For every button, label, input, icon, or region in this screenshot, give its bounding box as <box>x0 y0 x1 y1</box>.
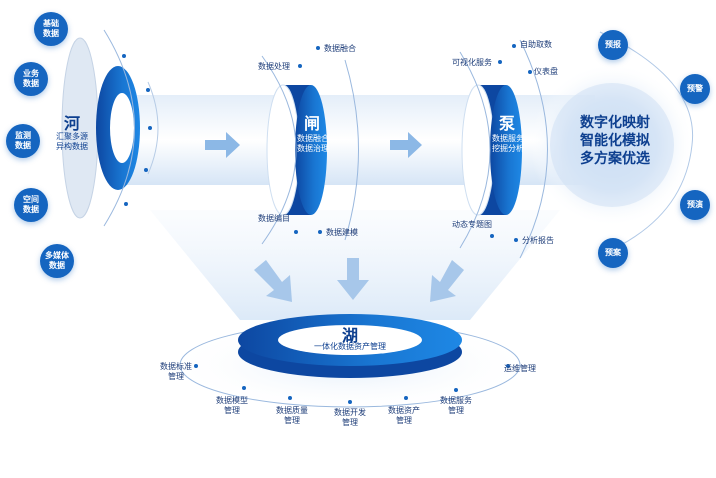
river-subtitle: 汇聚多源 异构数据 <box>56 132 88 151</box>
connector-dots <box>122 44 532 404</box>
brain-text: 数字化映射 智能化模拟 多方案优选 <box>580 115 650 167</box>
pump-label-dashboard: 仪表盘 <box>534 67 558 76</box>
pump-back <box>461 84 495 216</box>
data-pipe <box>125 95 595 185</box>
pump-label-self-service: 自助取数 <box>520 40 552 49</box>
pump-arc-right <box>519 39 548 259</box>
source-monitoring-data: 监测 数据 <box>6 124 40 158</box>
output-rehearsal: 预演 <box>680 190 710 220</box>
gate-label-modeling: 数据建模 <box>326 228 358 237</box>
brain-core <box>550 83 674 207</box>
source-basic-data: 基础 数据 <box>34 12 68 46</box>
pump-front <box>490 85 522 215</box>
lake-label-assets: 数据资产 管理 <box>388 406 420 425</box>
gate-label-catalog: 数据编目 <box>258 214 290 223</box>
down-arrow-left <box>254 260 292 302</box>
lake-char: 湖 <box>342 326 359 345</box>
pump-subtitle: 数据服务 挖掘分析 <box>492 134 524 153</box>
river-char: 河 <box>64 114 81 133</box>
river-arc-inner <box>147 81 159 175</box>
source-multimedia-data: 多媒体 数据 <box>40 244 74 278</box>
gate-label-fusion: 数据融合 <box>324 44 356 53</box>
down-arrow-right <box>430 260 464 302</box>
flow-arrow-2 <box>390 132 422 158</box>
lake-label-development: 数据开发 管理 <box>334 408 366 427</box>
gate-front <box>295 85 327 215</box>
lake-label-operations: 运维管理 <box>504 364 536 373</box>
lake-inner <box>278 325 422 355</box>
gate-back <box>266 84 300 216</box>
flow-arrow-1 <box>205 132 240 158</box>
brain-output-arc <box>599 31 694 256</box>
gate-char: 闸 <box>303 114 321 133</box>
pump-arc <box>459 51 491 249</box>
lake-subtitle: 一体化数据资产管理 <box>314 342 386 351</box>
gate-label-processing: 数据处理 <box>258 62 290 71</box>
lake-label-services: 数据服务 管理 <box>440 396 472 415</box>
lake-label-models: 数据模型 管理 <box>216 396 248 415</box>
down-arrow-center <box>337 258 369 300</box>
source-spatial-data: 空间 数据 <box>14 188 48 222</box>
output-plan: 预案 <box>598 238 628 268</box>
source-business-data: 业务 数据 <box>14 62 48 96</box>
pump-label-report: 分析报告 <box>522 236 554 245</box>
output-forecast: 预报 <box>598 30 628 60</box>
gate-arc <box>261 55 297 245</box>
pump-label-visualization: 可视化服务 <box>452 58 492 67</box>
pump-label-thematic-map: 动态专题图 <box>452 220 492 229</box>
gate-subtitle: 数据融合 数据治理 <box>297 134 329 153</box>
river-disc-hole <box>110 93 134 163</box>
pump-char: 泵 <box>498 114 516 133</box>
flow-arrows <box>205 132 422 158</box>
river-arc <box>103 29 135 227</box>
lake-label-quality: 数据质量 管理 <box>276 406 308 425</box>
gate-arc-right <box>344 59 359 241</box>
lake-label-standards: 数据标准 管理 <box>160 362 192 381</box>
output-warning: 预警 <box>680 74 710 104</box>
down-arrows <box>254 258 464 302</box>
